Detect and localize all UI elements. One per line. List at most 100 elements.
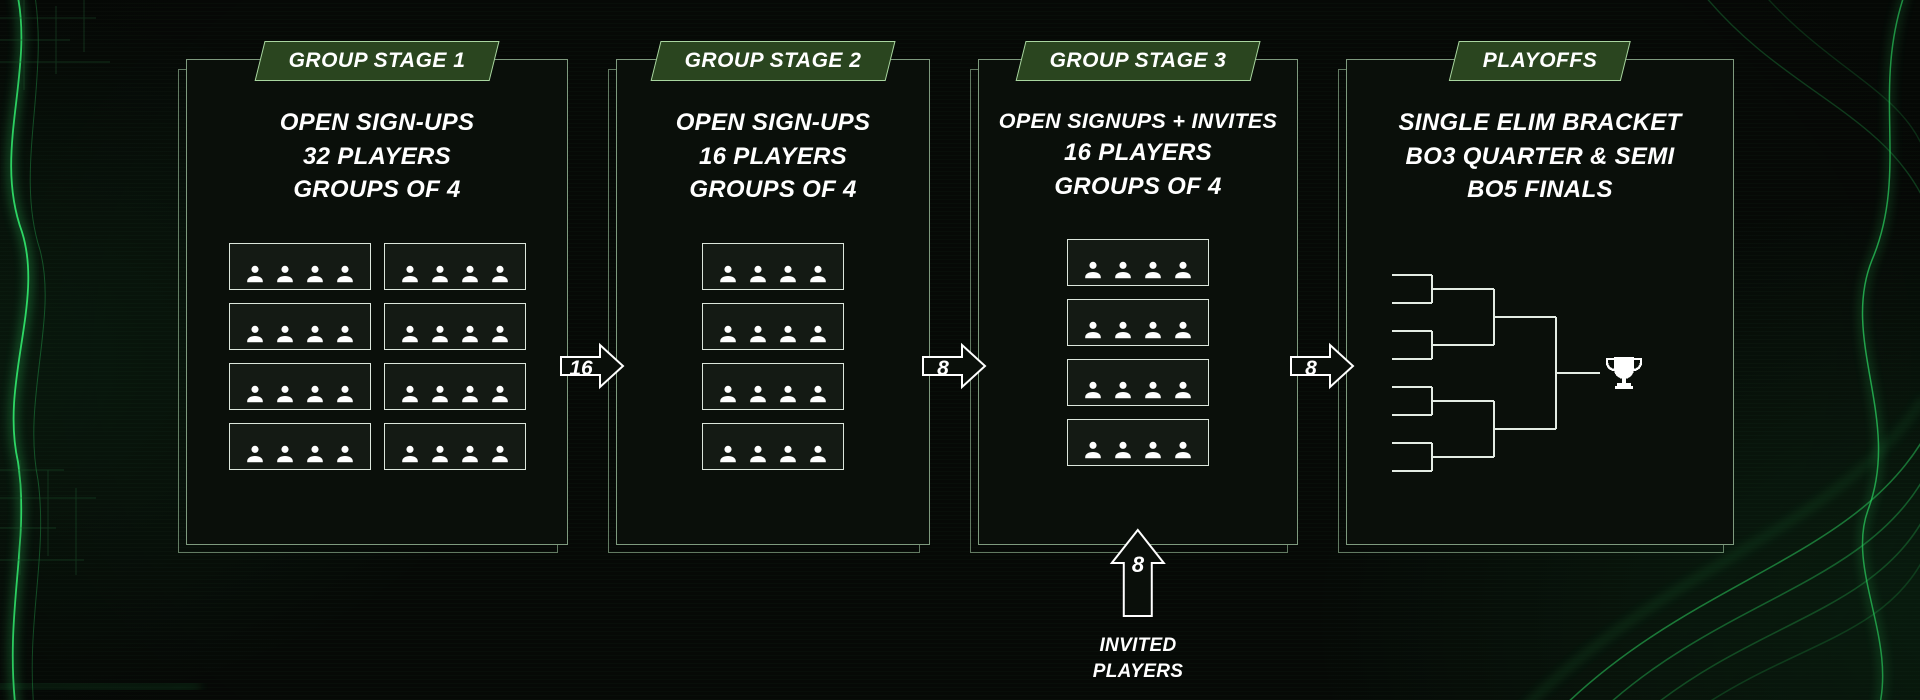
panel-line: OPEN SIGN-UPS — [279, 109, 475, 136]
person-icon — [750, 265, 766, 283]
person-icon — [810, 265, 826, 283]
panel-description: OPEN SIGN-UPS 32 PLAYERS GROUPS OF 4 — [187, 106, 567, 207]
stage-tab-label: PLAYOFFS — [1482, 49, 1598, 72]
person-icon — [431, 265, 448, 283]
person-icon — [1085, 322, 1101, 339]
panel-tab: GROUP STAGE 3 — [1015, 41, 1261, 81]
person-icon — [780, 325, 796, 343]
group-grid — [617, 242, 929, 470]
group-box — [1067, 239, 1209, 287]
panel-tab: GROUP STAGE 2 — [650, 41, 896, 81]
person-icon — [276, 265, 293, 283]
person-icon — [491, 265, 508, 283]
person-icon — [1175, 442, 1191, 459]
panel-line: GROUPS OF 4 — [689, 176, 857, 204]
person-icon — [246, 385, 263, 403]
arrow-right-icon — [922, 342, 987, 390]
invite-arrow: 8 — [1109, 528, 1167, 623]
person-icon — [276, 385, 293, 403]
topleft-grid-decoration — [0, 0, 110, 90]
panel-line: OPEN SIGNUPS + INVITES — [998, 109, 1278, 133]
group-box — [228, 242, 371, 290]
invite-caption-line: PLAYERS — [1092, 660, 1184, 682]
panel-group-stage-3: GROUP STAGE 3 OPEN SIGNUPS + INVITES 16 … — [970, 41, 1298, 682]
person-icon — [1145, 262, 1161, 279]
person-icon — [461, 445, 478, 463]
stage-flow-arrow: 8 — [921, 341, 987, 396]
group-box — [702, 302, 844, 350]
panel-tab: PLAYOFFS — [1448, 41, 1632, 81]
group-box — [702, 242, 844, 290]
flow-count-label: 8 — [937, 356, 949, 380]
invite-caption: INVITED PLAYERS — [1093, 633, 1183, 684]
person-icon — [461, 325, 478, 343]
topright-curves-decoration — [1707, 0, 1920, 195]
person-icon — [1145, 442, 1161, 459]
invite-count-label: 8 — [1131, 552, 1145, 577]
person-icon — [491, 325, 508, 343]
person-icon — [1175, 262, 1191, 279]
person-icon — [401, 265, 418, 283]
person-icon — [246, 325, 263, 343]
tournament-flow: GROUP STAGE 1 OPEN SIGN-UPS 32 PLAYERS G… — [0, 41, 1920, 682]
panel-tab: GROUP STAGE 1 — [254, 41, 500, 81]
person-icon — [336, 325, 353, 343]
person-icon — [720, 325, 736, 343]
bracket-diagram — [1347, 263, 1733, 483]
panel-line: 16 PLAYERS — [699, 142, 847, 170]
panel-group-stage-2: GROUP STAGE 2 OPEN SIGN-UPS 16 PLAYERS G… — [608, 41, 930, 553]
person-icon — [810, 385, 826, 403]
person-icon — [336, 445, 353, 463]
panel-line: GROUPS OF 4 — [1054, 172, 1222, 200]
person-icon — [461, 265, 478, 283]
person-icon — [1115, 382, 1131, 399]
person-icon — [1115, 262, 1131, 279]
person-icon — [491, 445, 508, 463]
panel-line: OPEN SIGN-UPS — [675, 109, 871, 136]
panel-description: OPEN SIGN-UPS 16 PLAYERS GROUPS OF 4 — [617, 106, 929, 207]
person-icon — [750, 325, 766, 343]
person-icon — [750, 445, 766, 463]
person-icon — [780, 445, 796, 463]
panel-group-stage-1: GROUP STAGE 1 OPEN SIGN-UPS 32 PLAYERS G… — [178, 41, 568, 553]
invited-players-callout: 8 INVITED PLAYERS — [1093, 528, 1183, 684]
group-grid — [187, 242, 567, 470]
person-icon — [306, 445, 323, 463]
panel-playoffs: PLAYOFFS SINGLE ELIM BRACKET BO3 QUARTER… — [1338, 41, 1734, 553]
person-icon — [306, 385, 323, 403]
group-box — [1067, 359, 1209, 407]
person-icon — [750, 385, 766, 403]
person-icon — [431, 385, 448, 403]
person-icon — [246, 445, 263, 463]
person-icon — [306, 265, 323, 283]
person-icon — [1115, 442, 1131, 459]
group-box — [1067, 419, 1209, 467]
person-icon — [491, 385, 508, 403]
person-icon — [401, 385, 418, 403]
bottomleft-grid-decoration — [0, 460, 96, 575]
invite-caption-line: INVITED — [1099, 635, 1177, 656]
person-icon — [276, 325, 293, 343]
person-icon — [1175, 322, 1191, 339]
person-icon — [1115, 322, 1131, 339]
panel-description: SINGLE ELIM BRACKET BO3 QUARTER & SEMI B… — [1347, 106, 1733, 207]
person-icon — [401, 325, 418, 343]
person-icon — [246, 265, 263, 283]
panel-line: SINGLE ELIM BRACKET — [1398, 109, 1682, 136]
stage-flow-arrow: 16 — [559, 341, 625, 396]
person-icon — [810, 325, 826, 343]
person-icon — [720, 385, 736, 403]
person-icon — [720, 445, 736, 463]
person-icon — [1145, 382, 1161, 399]
group-box — [383, 302, 526, 350]
person-icon — [1085, 442, 1101, 459]
panel-line: BO3 QUARTER & SEMI — [1405, 142, 1675, 170]
arrow-right-icon — [1290, 342, 1355, 390]
panel-line: BO5 FINALS — [1467, 176, 1613, 204]
person-icon — [306, 325, 323, 343]
group-box — [1067, 299, 1209, 347]
panel-description: OPEN SIGNUPS + INVITES 16 PLAYERS GROUPS… — [979, 106, 1297, 203]
group-box — [228, 362, 371, 410]
person-icon — [336, 265, 353, 283]
